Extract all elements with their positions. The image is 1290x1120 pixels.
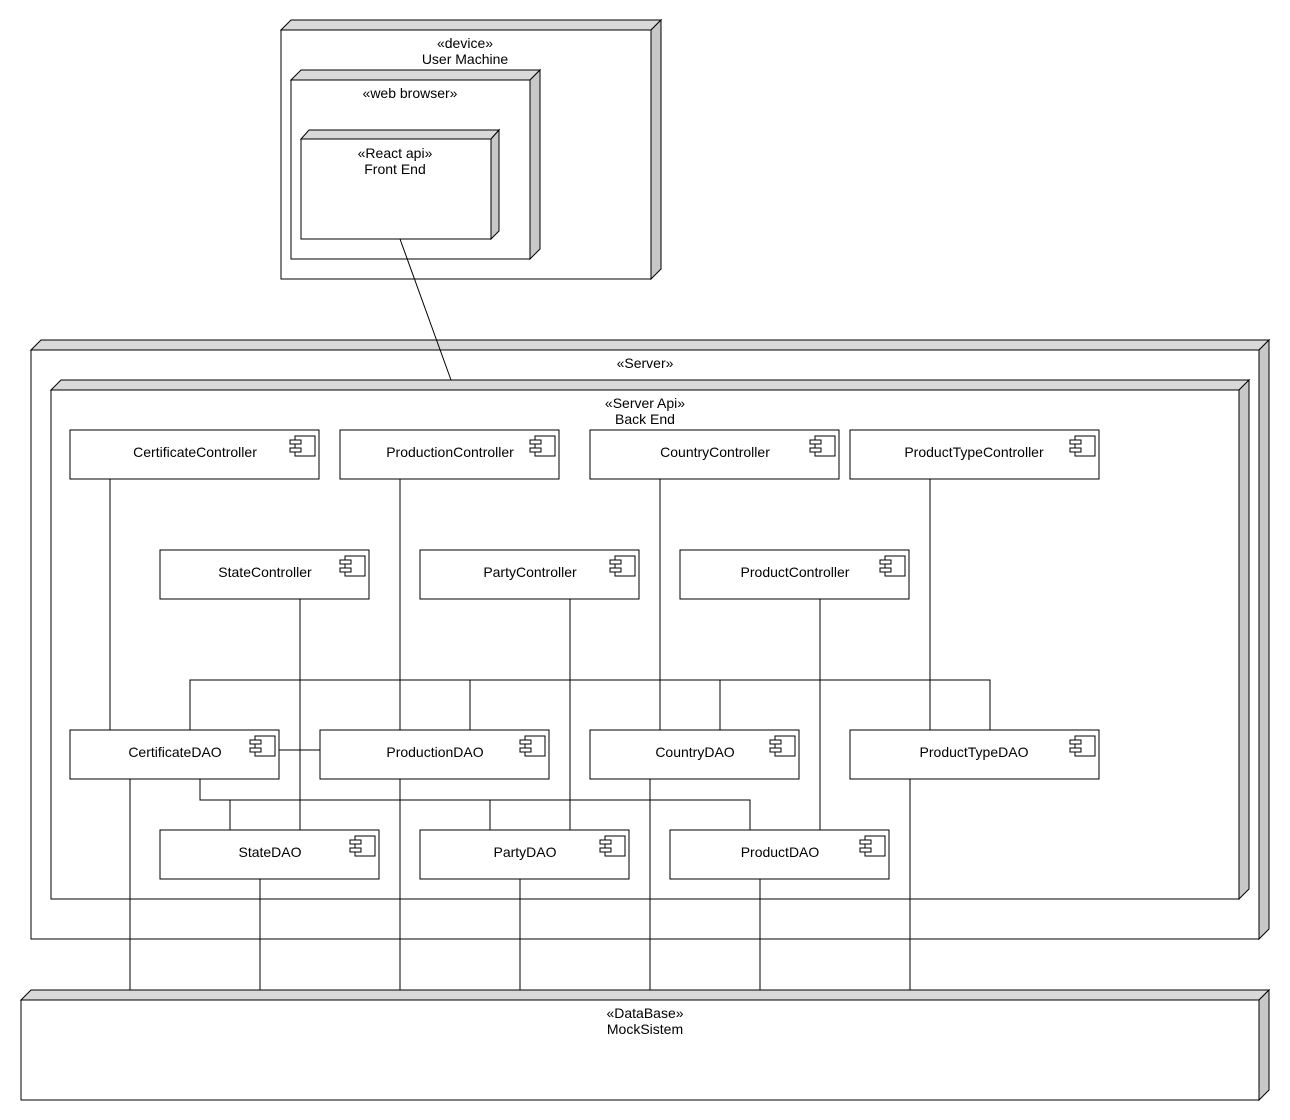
component-label: ProductionController <box>386 444 514 460</box>
component-product-controller[interactable]: ProductController <box>679 549 910 600</box>
component-certificate-dao[interactable]: CertificateDAO <box>69 729 280 780</box>
dao-bus-upper <box>189 679 991 730</box>
component-icon <box>349 835 376 857</box>
component-icon <box>769 735 796 757</box>
component-icon <box>859 835 886 857</box>
user-machine-stereotype: «device» <box>437 35 493 51</box>
connectors <box>109 238 991 990</box>
front-end-name: Front End <box>364 161 425 177</box>
component-icon <box>529 435 556 457</box>
component-icon <box>339 555 366 577</box>
component-label: CertificateController <box>133 444 257 460</box>
web-browser-stereotype: «web browser» <box>363 85 458 101</box>
components: CertificateController ProductionControll… <box>69 429 1100 880</box>
component-icon <box>1069 735 1096 757</box>
user-machine-name: User Machine <box>422 51 509 67</box>
front-end-stereotype: «React api» <box>358 145 433 161</box>
node-database[interactable]: «DataBase» MockSistem <box>19 988 1271 1102</box>
component-production-dao[interactable]: ProductionDAO <box>319 729 550 780</box>
component-icon <box>879 555 906 577</box>
component-label: CountryController <box>660 444 770 460</box>
component-label: ProductTypeController <box>904 444 1044 460</box>
component-label: ProductTypeDAO <box>920 744 1029 760</box>
server-api-stereotype: «Server Api» <box>605 395 685 411</box>
connector-frontend-backend <box>399 238 452 381</box>
component-party-dao[interactable]: PartyDAO <box>419 829 630 880</box>
component-icon <box>519 735 546 757</box>
component-label: ProductController <box>741 564 850 580</box>
dao-bus-lower <box>199 779 751 830</box>
component-state-dao[interactable]: StateDAO <box>159 829 380 880</box>
component-icon <box>289 435 316 457</box>
component-label: ProductDAO <box>741 844 820 860</box>
component-label: CertificateDAO <box>128 744 221 760</box>
component-icon <box>609 555 636 577</box>
server-stereotype: «Server» <box>617 355 674 371</box>
component-product-dao[interactable]: ProductDAO <box>669 829 890 880</box>
component-icon <box>599 835 626 857</box>
component-producttype-controller[interactable]: ProductTypeController <box>849 429 1100 480</box>
component-party-controller[interactable]: PartyController <box>419 549 640 600</box>
component-country-controller[interactable]: CountryController <box>589 429 840 480</box>
database-name: MockSistem <box>607 1021 683 1037</box>
node-front-end[interactable]: «React api» Front End <box>299 128 501 241</box>
component-icon <box>809 435 836 457</box>
component-producttype-dao[interactable]: ProductTypeDAO <box>849 729 1100 780</box>
component-country-dao[interactable]: CountryDAO <box>589 729 800 780</box>
component-label: StateDAO <box>238 844 301 860</box>
component-label: CountryDAO <box>655 744 734 760</box>
component-label: StateController <box>218 564 312 580</box>
component-production-controller[interactable]: ProductionController <box>339 429 560 480</box>
component-certificate-controller[interactable]: CertificateController <box>69 429 320 480</box>
component-state-controller[interactable]: StateController <box>159 549 370 600</box>
database-stereotype: «DataBase» <box>606 1005 683 1021</box>
component-icon <box>249 735 276 757</box>
component-icon <box>1069 435 1096 457</box>
component-label: ProductionDAO <box>386 744 483 760</box>
component-label: PartyController <box>483 564 577 580</box>
component-label: PartyDAO <box>493 844 556 860</box>
server-api-name: Back End <box>615 411 675 427</box>
